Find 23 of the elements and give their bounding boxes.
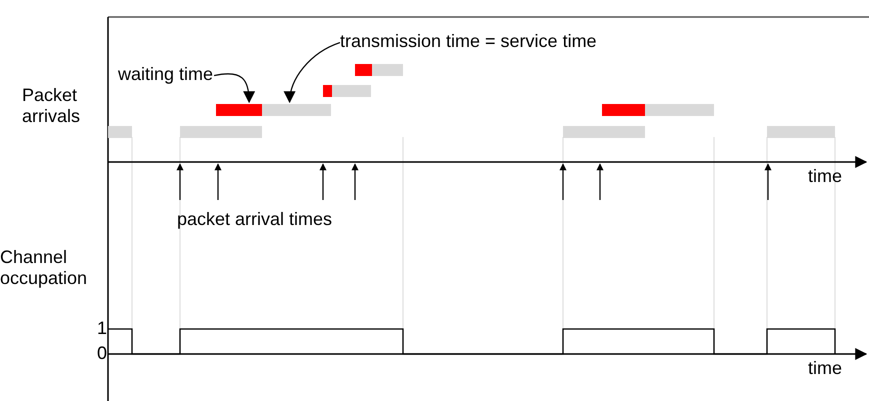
service-time-bar bbox=[332, 85, 371, 97]
waiting-time-bar bbox=[355, 64, 372, 76]
service-time-bar bbox=[372, 64, 403, 76]
leader-arrow bbox=[284, 42, 340, 104]
tick-label: 0 bbox=[97, 343, 108, 364]
waiting-time-bar bbox=[323, 85, 332, 97]
axis-label: time bbox=[808, 358, 842, 379]
leader-arrow bbox=[214, 73, 255, 104]
service-time-bar bbox=[262, 104, 331, 116]
tick-label: 1 bbox=[97, 318, 108, 339]
waiting-time-bar bbox=[216, 104, 262, 116]
axis-label: Channel occupation bbox=[0, 247, 88, 289]
annotation-text: packet arrival times bbox=[177, 209, 332, 230]
annotation-text: transmission time = service time bbox=[340, 31, 597, 52]
service-time-bar bbox=[645, 104, 714, 116]
service-time-bar bbox=[108, 126, 132, 138]
annotation-text: waiting time bbox=[118, 64, 214, 85]
service-time-bar bbox=[767, 126, 835, 138]
axis-label: time bbox=[808, 166, 842, 187]
waiting-time-bar bbox=[602, 104, 645, 116]
axis-label: Packet arrivals bbox=[22, 85, 82, 127]
service-time-bar bbox=[180, 126, 262, 138]
service-time-bar bbox=[563, 126, 645, 138]
